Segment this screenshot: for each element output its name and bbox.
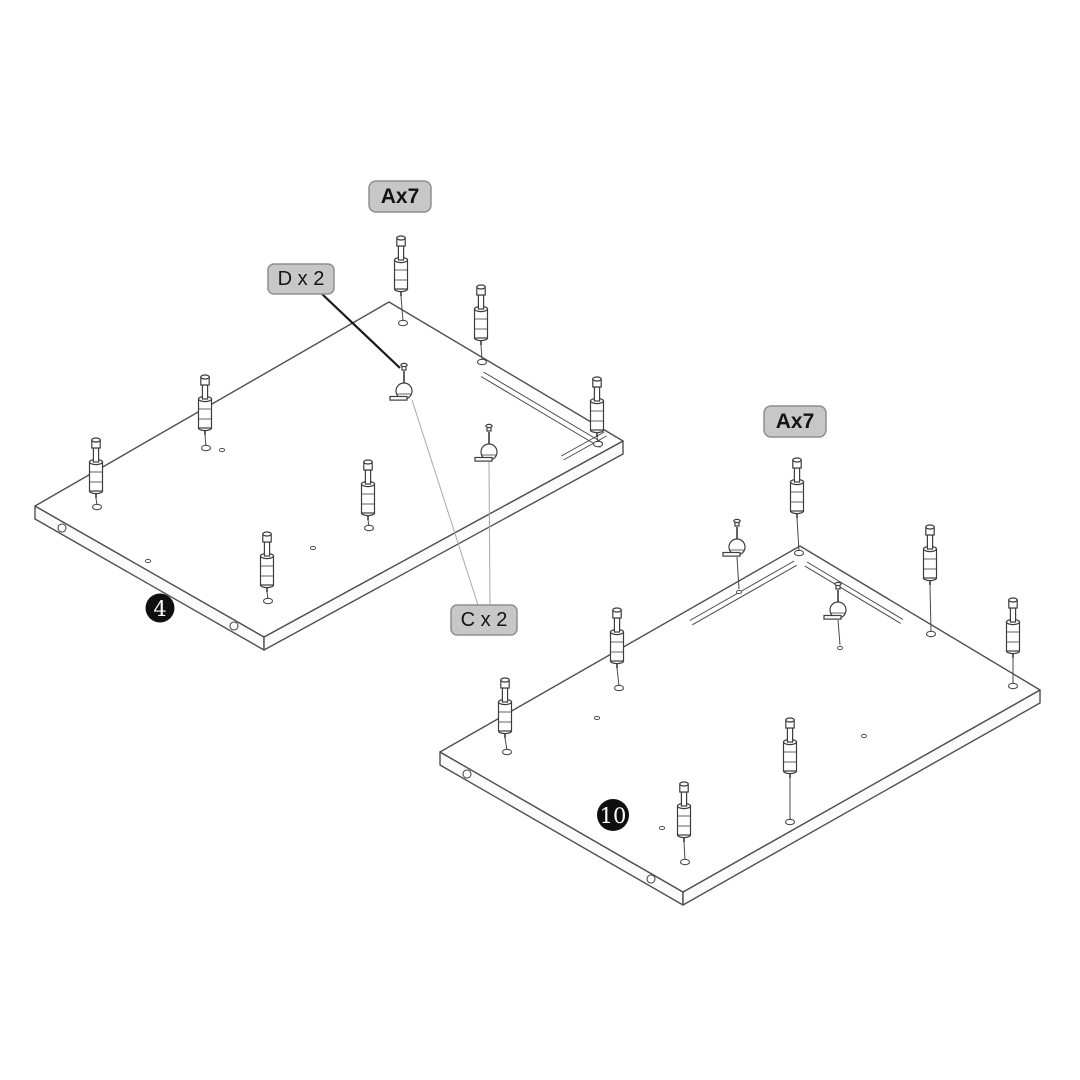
cam-bolt-screw-a <box>1005 597 1021 659</box>
cam-pin-hole <box>836 645 844 651</box>
screw-guide-line <box>367 519 370 527</box>
groove-line <box>563 435 607 461</box>
groove-line <box>689 560 795 621</box>
panel-4-top-face <box>34 301 624 638</box>
badge-label: Ax7 <box>381 185 420 208</box>
groove-line <box>804 565 901 624</box>
cam-bolt-screw-a <box>789 457 805 519</box>
screw-guide-line <box>95 497 98 506</box>
screw-guide-line <box>683 841 686 861</box>
pin-hole <box>309 545 317 551</box>
badge-background <box>368 180 432 213</box>
edge-cam-hole <box>646 874 656 884</box>
cam-bolt-screw-a <box>922 524 938 586</box>
pilot-hole <box>1007 682 1019 690</box>
cam-bolt-screw-a <box>360 459 376 521</box>
badge-background <box>763 405 827 438</box>
part-number-4-badge: 4 <box>145 593 175 623</box>
pilot-hole <box>200 444 212 452</box>
screw-guide-line <box>616 667 620 687</box>
pilot-hole <box>679 858 691 866</box>
pin-hole <box>593 715 601 721</box>
part-number-circle <box>597 799 629 831</box>
cam-bolt-screw-a <box>88 437 104 499</box>
panel-10: 10 <box>439 457 1041 906</box>
cam-bolt-screw-a <box>782 717 798 779</box>
panel-4: 4 <box>34 235 624 651</box>
screw-guide-line <box>480 344 483 361</box>
hardware-badge-c: C x 2 <box>450 604 518 636</box>
badge-label: C x 2 <box>461 609 508 631</box>
badge-label: Ax7 <box>776 410 815 433</box>
pin-hole <box>144 558 152 564</box>
edge-cam-hole <box>229 621 239 631</box>
pilot-hole <box>397 319 409 327</box>
badge-label: D x 2 <box>278 268 325 290</box>
screw-guide-line <box>400 295 404 322</box>
screw-guide-line <box>596 436 599 443</box>
pin-hole <box>658 825 666 831</box>
pilot-hole <box>91 503 103 511</box>
part-number-text: 4 <box>153 597 166 621</box>
cam-bolt-screw-a <box>609 607 625 669</box>
cam-bolt-screw-a <box>393 235 409 297</box>
callout-line-c2 <box>488 461 491 606</box>
part-number-10-badge: 10 <box>597 799 629 831</box>
cam-bolt-screw-a <box>197 374 213 436</box>
pilot-hole <box>476 358 488 366</box>
screw-guide-line <box>504 737 508 751</box>
part-number-circle <box>145 593 175 623</box>
pilot-hole <box>592 440 604 448</box>
pin-hole <box>218 447 226 453</box>
groove-line <box>480 376 601 448</box>
screw-guide-line <box>204 434 207 447</box>
screw-guide-line <box>266 591 269 600</box>
cam-guide-line <box>837 619 841 646</box>
callout-line-c1 <box>411 399 479 606</box>
pin-hole <box>860 733 868 739</box>
callout-line-d <box>321 293 401 369</box>
cam-bolt-screw-a <box>259 531 275 593</box>
cam-pin-hole <box>735 589 743 595</box>
groove-line <box>483 371 604 444</box>
pilot-hole <box>784 818 796 826</box>
panel-10-top-face <box>439 545 1041 893</box>
cam-bolt-screw-a <box>589 376 605 438</box>
cam-bolt-screw-a <box>473 284 489 346</box>
hardware-badge-a-right: Ax7 <box>763 405 827 438</box>
badge-background <box>450 604 518 636</box>
groove-line <box>692 564 797 626</box>
edge-cam-hole <box>462 769 472 779</box>
pilot-hole <box>613 684 625 692</box>
cam-lock-fitting <box>722 518 746 557</box>
cam-bolt-screw-a <box>676 781 692 843</box>
pilot-hole <box>262 597 274 605</box>
edge-cam-hole <box>57 523 67 533</box>
badge-background <box>267 263 335 295</box>
pilot-hole <box>501 748 513 756</box>
pilot-hole <box>793 549 805 557</box>
cam-guide-line <box>736 556 740 590</box>
screw-guide-line <box>796 517 800 552</box>
screw-guide-line <box>929 584 932 633</box>
part-number-text: 10 <box>600 804 627 828</box>
cam-bolt-screw-a <box>497 677 513 739</box>
hardware-badge-d: D x 2 <box>267 263 335 295</box>
hardware-badge-a-top: Ax7 <box>368 180 432 213</box>
pilot-hole <box>363 524 375 532</box>
groove-line <box>806 561 904 620</box>
pilot-hole <box>925 630 937 638</box>
